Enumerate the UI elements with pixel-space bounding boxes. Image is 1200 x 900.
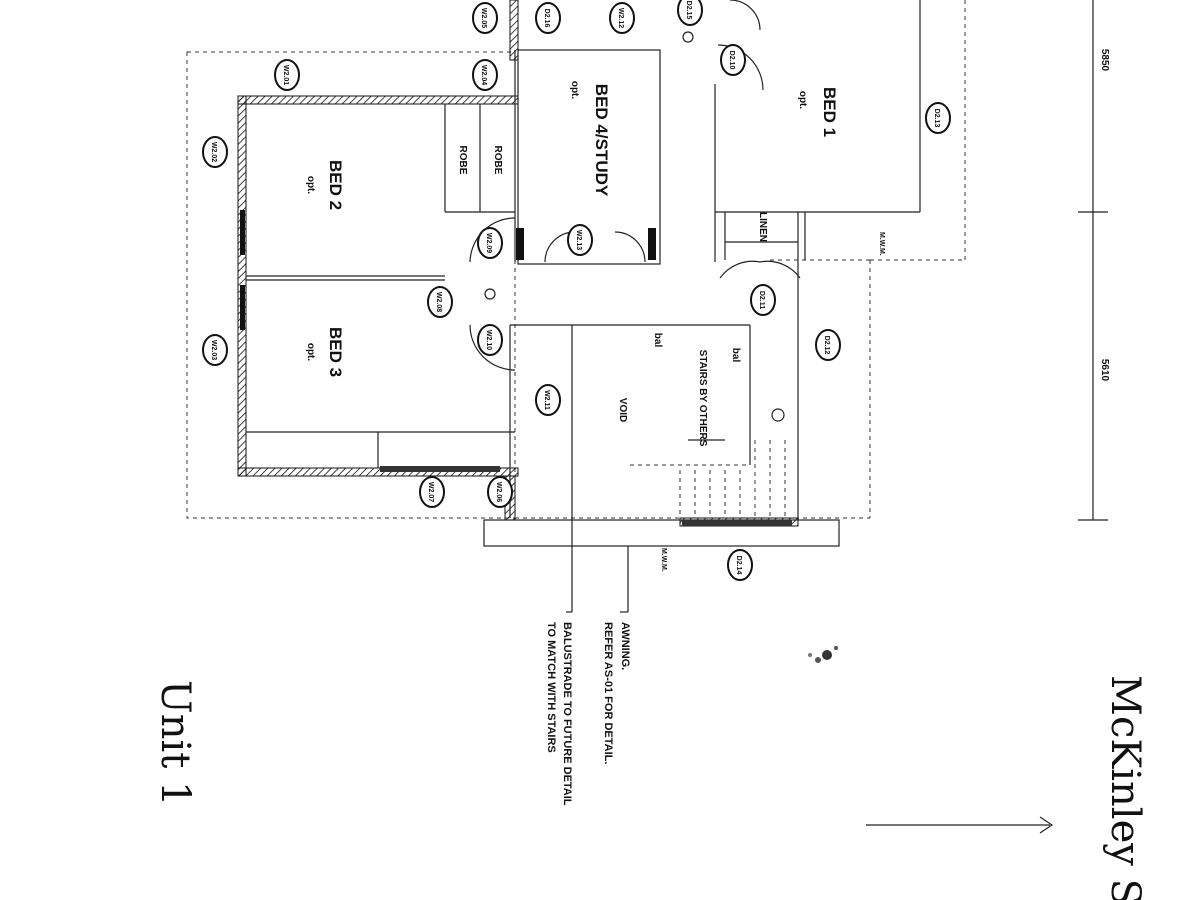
opening-tag-label: W2.09 (485, 233, 492, 253)
scan-smudge (808, 646, 838, 663)
drawing-notes: AWNING. REFER AS-01 FOR DETAIL. BALUSTRA… (545, 232, 885, 806)
bal-label-1: bal (652, 333, 663, 348)
opening-tag-label: D2.13 (933, 109, 940, 128)
opening-tag-label: D2.12 (823, 336, 830, 355)
room-bed3-opt: opt. (305, 343, 316, 362)
opening-tag-circle (427, 286, 453, 318)
opening-tag-circle (202, 136, 228, 168)
opening-tag-circle (274, 59, 300, 91)
dimension-labels: 5850 5610 (1099, 49, 1110, 382)
opening-tag-circle (535, 2, 561, 34)
opening-tag-label: W2.10 (485, 330, 492, 350)
opening-tag-circle (609, 2, 635, 34)
opening-tag-label: W2.01 (282, 65, 289, 85)
awning-note-line1: AWNING. (619, 622, 631, 670)
linen-label: LINEN (757, 212, 768, 242)
robe-label-2: ROBE (492, 146, 503, 175)
opening-tag-label: W2.12 (617, 8, 624, 28)
room-bed4-label: BED 4/STUDY (592, 84, 611, 197)
opening-tag-label: W2.05 (480, 8, 487, 28)
opening-tag-label: D2.14 (735, 556, 742, 575)
dimension-upper: 5850 (1099, 49, 1110, 72)
dimension-lower: 5610 (1099, 359, 1110, 382)
bal-label-2: bal (730, 348, 741, 363)
room-bed1-opt: opt. (797, 91, 808, 110)
opening-tag-label: W2.07 (427, 482, 434, 502)
opening-tag-label: W2.13 (575, 230, 582, 250)
door-swings (469, 0, 801, 371)
note-leaders (566, 439, 1054, 834)
opening-tag-label: W2.08 (435, 292, 442, 312)
opening-tag-label: D2.15 (685, 1, 692, 20)
stairs-label-line1: STAIRS BY OTHERS (697, 350, 708, 447)
balustrade-note-line2: TO MATCH WITH STAIRS (545, 622, 557, 753)
opening-tag-circle (472, 2, 498, 34)
stairs-label: STAIRS BY OTHERS (697, 350, 708, 447)
opening-tag-circle (487, 476, 513, 508)
opening-tag-label: W2.06 (495, 482, 502, 502)
unit-label: Unit 1 (152, 680, 198, 807)
mwm-note-2: M.W.M. (878, 232, 885, 256)
room-bed3-label: BED 3 (326, 327, 345, 377)
mwm-note-1: M.W.M. (660, 548, 667, 572)
room-bed1-label: BED 1 (820, 87, 839, 137)
opening-tag-circle (477, 227, 503, 259)
opening-tag-label: W2.04 (480, 65, 487, 85)
stair-treads (484, 31, 786, 518)
opening-tag-label: D2.11 (758, 291, 765, 309)
opening-tag-label: D2.16 (543, 9, 550, 28)
robe-label-1: ROBE (457, 146, 468, 175)
opening-tag-circle (720, 44, 746, 76)
opening-tag-circle (750, 284, 776, 316)
opening-tag-circle (202, 334, 228, 366)
opening-tag-label: W2.11 (543, 390, 550, 410)
handwritten-annotations: Unit 1 McKinley St (152, 675, 1148, 900)
void-label: VOID (617, 398, 628, 422)
opening-tag-circle (419, 476, 445, 508)
opening-tag-circle (535, 384, 561, 416)
eave-outline (186, 0, 966, 519)
room-bed2-label: BED 2 (326, 160, 345, 210)
opening-tag-circle (925, 102, 951, 134)
balustrade-note-line1: BALUSTRADE TO FUTURE DETAIL (561, 622, 573, 806)
room-bed4-opt: opt. (569, 81, 580, 100)
dimension-string (1078, 0, 1108, 521)
opening-tag-label: W2.02 (210, 142, 217, 162)
opening-tag-label: D2.10 (728, 51, 735, 70)
opening-tag-label: W2.03 (210, 340, 217, 360)
room-labels: BED 2 opt. BED 3 opt. BED 4/STUDY opt. B… (305, 81, 839, 447)
opening-tag-circle (567, 224, 593, 256)
room-bed2-opt: opt. (305, 176, 316, 195)
internal-walls (246, 0, 921, 612)
balcony-slab (240, 210, 840, 547)
opening-tag-circle (815, 329, 841, 361)
opening-tag-circle (477, 324, 503, 356)
opening-tag-circle (472, 59, 498, 91)
street-label: McKinley St (1102, 675, 1148, 900)
opening-tag-circle (677, 0, 703, 26)
opening-tag-circle (727, 549, 753, 581)
awning-note-line2: REFER AS-01 FOR DETAIL. (602, 622, 614, 764)
